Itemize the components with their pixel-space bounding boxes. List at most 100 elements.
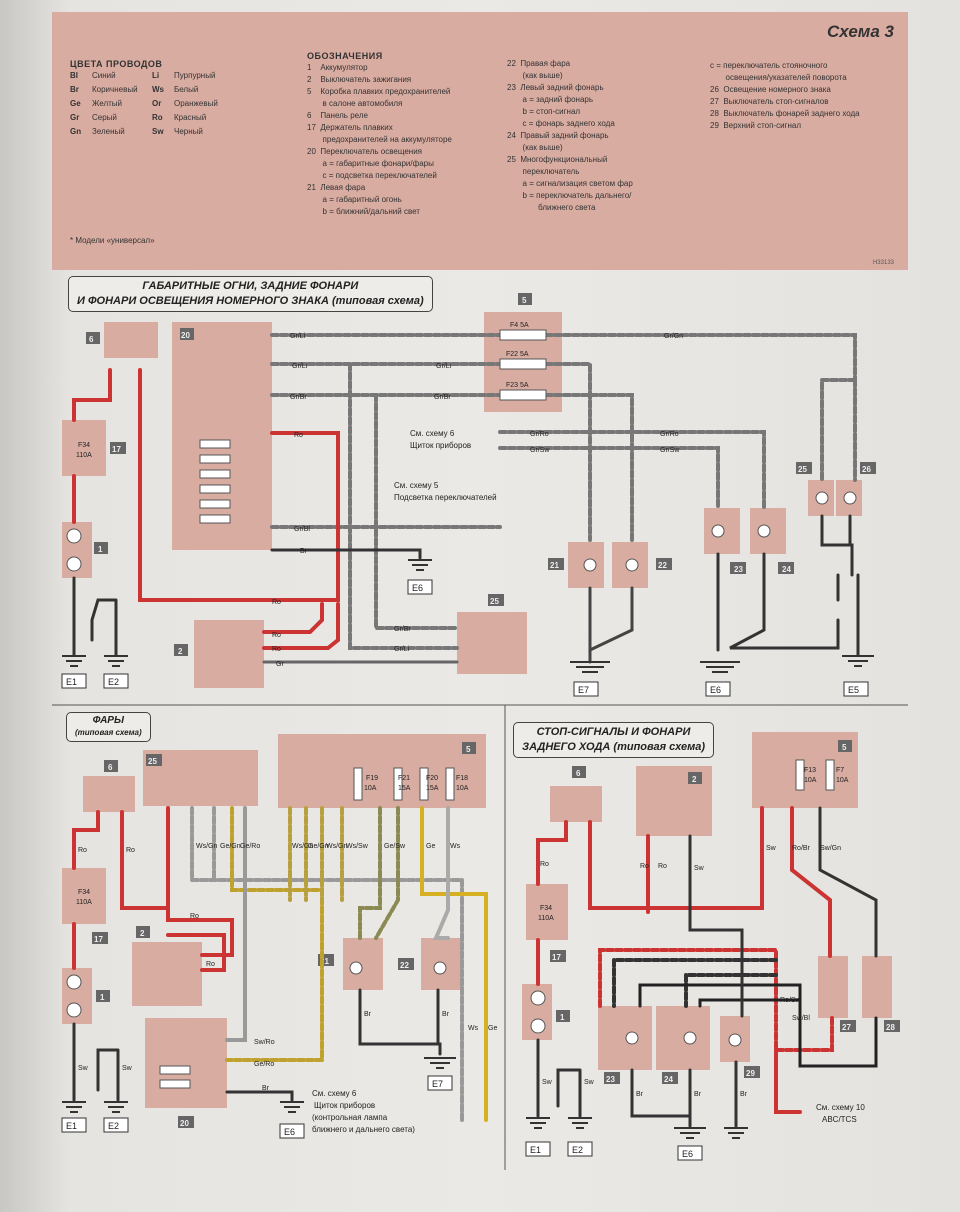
top-section-title-line1: ГАБАРИТНЫЕ ОГНИ, ЗАДНИЕ ФОНАРИ (142, 280, 359, 292)
top-fuse-symbols (499, 329, 547, 401)
wire-label: Ws (450, 843, 461, 850)
bl-component-6 (83, 776, 135, 812)
wire-color-code: Li (152, 71, 160, 80)
ground-e6: E6 (710, 685, 721, 695)
br-reverse-switch-28 (862, 956, 892, 1018)
fuse-f18-rating: 10A (456, 785, 469, 792)
top-section-title-line2: И ФОНАРИ ОСВЕЩЕНИЯ НОМЕРНОГО ЗНАКА (типо… (77, 295, 424, 307)
svg-text:29: 29 (746, 1069, 755, 1078)
designation-line: a = габаритные фонари/фары (307, 159, 434, 168)
svg-text:23: 23 (606, 1075, 615, 1084)
svg-text:2: 2 (178, 647, 183, 656)
designation-line: a = сигнализация светом фар (507, 179, 633, 188)
designations-col-2: 22 Правая фара (как выше)23 Левый задний… (507, 58, 633, 214)
wire-label: Gr/Li (436, 363, 452, 370)
svg-text:6: 6 (108, 763, 113, 772)
br-number-tags (550, 740, 900, 1084)
top-lamps (66, 439, 857, 572)
svg-text:17: 17 (94, 935, 103, 944)
svg-text:20: 20 (180, 1119, 189, 1128)
ground-e7: E7 (578, 685, 589, 695)
svg-text:20: 20 (181, 331, 190, 340)
wire-label: Ro (272, 599, 281, 606)
wire-label: Sw/Ro (254, 1039, 275, 1046)
wire-colors-heading: ЦВЕТА ПРОВОДОВ (70, 59, 163, 69)
component-6-box (104, 322, 158, 358)
bl-light-switch-20 (145, 1018, 227, 1108)
wire-label: Ro (272, 632, 281, 639)
see-scheme-6: См. схему 6 (410, 429, 455, 438)
bl-wires (72, 806, 488, 1122)
designation-line: 5 Коробка плавких предохранителей (307, 87, 451, 96)
wire-label: Gr/Br (394, 626, 411, 633)
bl-reference: См. схему 6 Щиток приборов (контрольная … (312, 1089, 415, 1134)
top-wires (72, 333, 860, 664)
wire-label: Ro (78, 847, 87, 854)
wire-color-name: Коричневый (92, 85, 138, 94)
svg-text:28: 28 (886, 1023, 895, 1032)
wire-color-code: Ro (152, 113, 163, 122)
wire-label: Ws/Gn (196, 843, 217, 850)
wire-color-name: Оранжевый (174, 99, 218, 108)
designation-line: 24 Правый задний фонарь (507, 131, 609, 140)
ground-e1: E1 (66, 677, 77, 687)
wire-color-code: Ge (70, 99, 81, 108)
svg-text:22: 22 (658, 561, 667, 570)
diagram-code: H33133 (872, 260, 894, 266)
ground-e2: E2 (572, 1145, 583, 1155)
wire-label: Sw (122, 1065, 133, 1072)
br-fuse-holder-17 (526, 884, 568, 940)
br-rear-lamp-23 (598, 1006, 652, 1070)
svg-text:25: 25 (148, 757, 157, 766)
wire-label: Sw/Gn (820, 845, 841, 852)
br-wire-labels: Ro Ro Ro Sw Sw Ro/Br Sw/Gn Ro/Sw Sw/Bl B… (540, 845, 841, 1098)
wire-color-code: Ws (152, 85, 164, 94)
svg-text:6: 6 (89, 335, 94, 344)
wire-label: Gr/Bl (294, 526, 310, 533)
wire-label: Ge/Gn (220, 843, 241, 850)
wire-label: Ws/Gn (292, 843, 313, 850)
wire-label: Sw (766, 845, 777, 852)
see-scheme-10: См. схему 10 (816, 1103, 865, 1112)
wire-color-name: Серый (92, 113, 117, 122)
fuse-f4: F4 5A (510, 322, 529, 329)
fuse-f34: F34 (78, 889, 90, 896)
see-scheme-5: См. схему 5 (394, 481, 439, 490)
br-stop-switch-27 (818, 956, 848, 1018)
warning-lamp-note: (контрольная лампа (312, 1113, 388, 1122)
abs-tcs-note: ABC/TCS (822, 1115, 857, 1124)
top-section-title: ГАБАРИТНЫЕ ОГНИ, ЗАДНИЕ ФОНАРИ И ФОНАРИ … (68, 276, 433, 312)
wire-color-code: Sw (152, 127, 164, 136)
svg-text:26: 26 (862, 465, 871, 474)
designation-line: (как выше) (507, 71, 563, 80)
ground-e2: E2 (108, 677, 119, 687)
svg-text:17: 17 (552, 953, 561, 962)
wire-label: Ro (658, 863, 667, 870)
svg-text:1: 1 (98, 545, 103, 554)
wire-color-code: Gn (70, 127, 82, 136)
wire-label: Ge (488, 1025, 497, 1032)
wire-label: Ws/Sw (346, 843, 369, 850)
wire-label: Gr/Gn (664, 333, 683, 340)
bl-number-tags (92, 742, 476, 1128)
wire-label: Gr/Ro (660, 431, 679, 438)
wire-label: Ge/Ro (254, 1061, 274, 1068)
br-ground-labels: E1 E2 E6 (525, 1141, 703, 1161)
wire-label: Ws/Gn (326, 843, 347, 850)
wire-color-code: Or (152, 99, 162, 108)
fuse-f7: F7 (836, 767, 844, 774)
switch-backlight-note: Подсветка переключателей (394, 493, 497, 502)
wire-label: Br (364, 1011, 372, 1018)
bl-fuse-labels: F19 10A F21 15A F20 15A F18 10A F34 110A (76, 775, 469, 906)
designation-line: c = фонарь заднего хода (507, 119, 615, 128)
br-reference: См. схему 10 ABC/TCS (816, 1103, 865, 1124)
wire-label: Br (636, 1091, 644, 1098)
br-ground-symbols (526, 1117, 748, 1139)
wire-label: Ro (294, 432, 303, 439)
